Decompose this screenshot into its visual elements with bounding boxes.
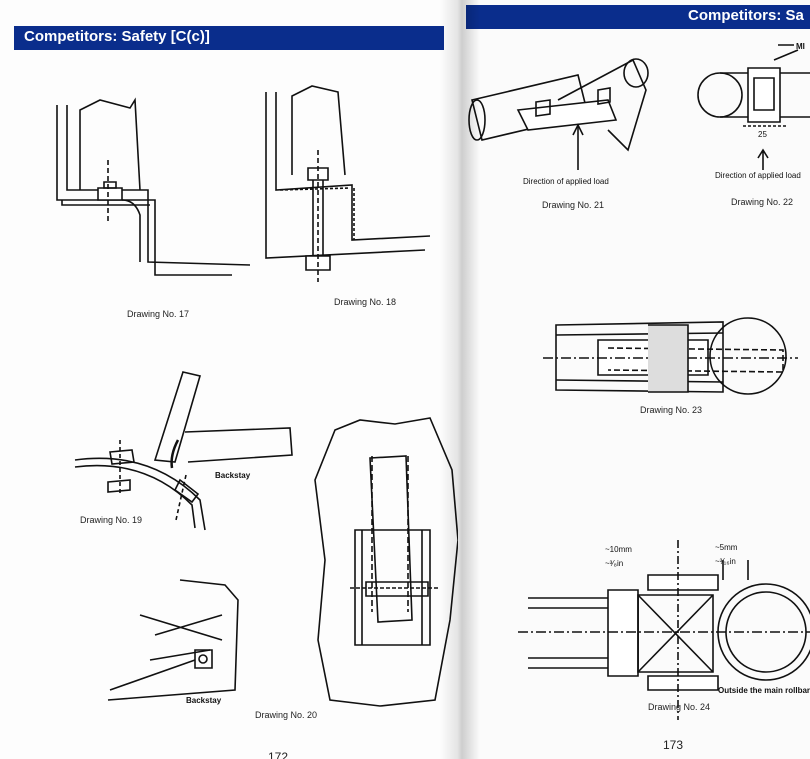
label-dim-25: 25 <box>758 130 767 139</box>
label-dim-10mm: ~10mm <box>605 545 632 554</box>
right-page-number: 173 <box>663 738 684 752</box>
caption-drawing-22: Drawing No. 22 <box>731 197 794 207</box>
caption-drawing-20: Drawing No. 20 <box>255 710 318 720</box>
label-outside-rollbar: Outside the main rollbar <box>718 686 810 695</box>
drawing-24 <box>518 540 810 720</box>
caption-drawing-21: Drawing No. 21 <box>542 200 605 210</box>
right-page-header: Competitors: Sa <box>466 5 810 29</box>
drawing-20-post <box>314 417 458 707</box>
book-gutter <box>440 0 480 759</box>
drawing-20 <box>107 579 239 701</box>
drawing-23 <box>543 317 798 395</box>
drawing-22 <box>697 44 810 170</box>
left-page-drawings <box>56 85 458 707</box>
label-backstay-19: Backstay <box>215 471 251 480</box>
left-page-number: 172 <box>268 750 289 759</box>
label-dim-in-b: ~³⁄₁₆in <box>715 557 736 566</box>
label-load-21: Direction of applied load <box>523 177 609 186</box>
left-page: Competitors: Safety [C(c)] <box>14 26 458 759</box>
label-dim-in-a: ~³⁄₈in <box>605 559 624 568</box>
caption-drawing-24: Drawing No. 24 <box>648 702 711 712</box>
left-page-header: Competitors: Safety [C(c)] <box>14 26 444 50</box>
drawing-17 <box>56 97 251 276</box>
label-mi: MI <box>796 42 805 51</box>
drawing-19 <box>74 371 293 531</box>
caption-drawing-17: Drawing No. 17 <box>127 309 190 319</box>
right-page: Competitors: Sa <box>458 0 810 759</box>
drawing-18 <box>265 85 431 282</box>
label-load-22: Direction of applied load <box>715 171 801 180</box>
right-page-drawings <box>468 44 810 720</box>
label-dim-5mm: ~5mm <box>715 543 738 552</box>
caption-drawing-19: Drawing No. 19 <box>80 515 143 525</box>
label-backstay-20: Backstay <box>186 696 222 705</box>
drawing-21 <box>468 58 649 170</box>
caption-drawing-23: Drawing No. 23 <box>640 405 703 415</box>
caption-drawing-18: Drawing No. 18 <box>334 297 397 307</box>
